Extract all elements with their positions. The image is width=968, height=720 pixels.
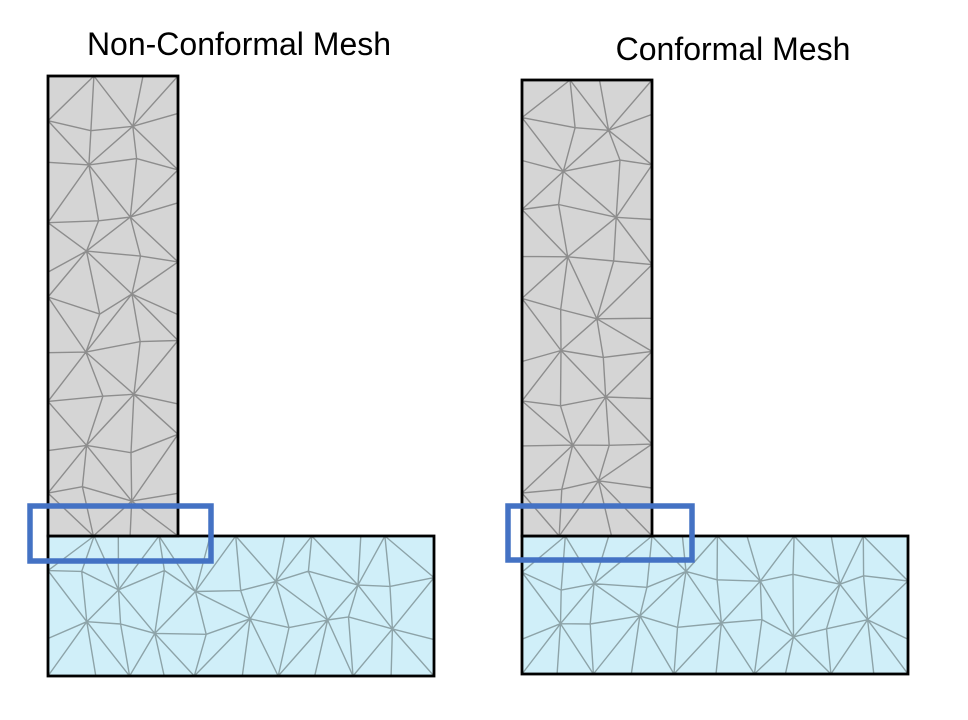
column-region-mesh (46, 74, 180, 538)
non-conformal-figure (27, 74, 436, 678)
conformal-title: Conformal Mesh (615, 31, 851, 67)
interface-highlight-box (505, 503, 695, 563)
column-region-mesh (520, 78, 654, 538)
interface-highlight-box (27, 503, 214, 564)
base-region-mesh (46, 534, 436, 678)
base-region-mesh (520, 534, 910, 676)
conformal-figure (505, 78, 910, 676)
non-conformal-title: Non-Conformal Mesh (86, 26, 392, 62)
